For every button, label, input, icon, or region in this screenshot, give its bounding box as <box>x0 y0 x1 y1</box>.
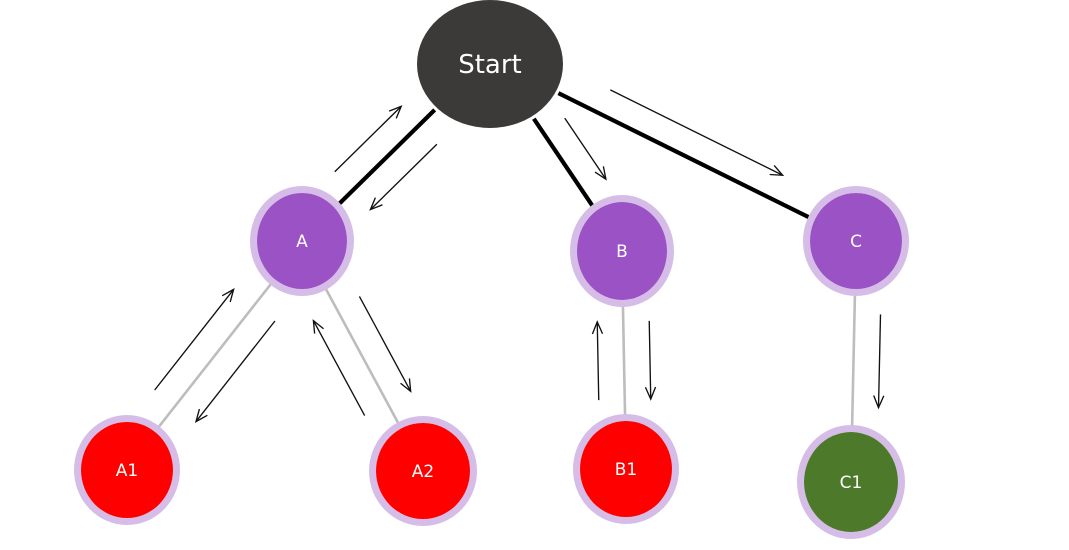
node-ring <box>74 415 180 525</box>
edge-start-B <box>532 117 607 210</box>
edge-A-A2 <box>312 285 412 427</box>
node-A[interactable]: A <box>250 186 354 296</box>
node-C[interactable]: C <box>803 186 909 296</box>
edge-arrow-shaft <box>358 296 412 392</box>
node-label: C1 <box>840 473 863 493</box>
edge-arrow-shaft <box>596 321 600 401</box>
node-body[interactable] <box>577 202 667 300</box>
edge-line <box>532 117 597 210</box>
edge-start-C <box>557 89 813 221</box>
node-ring <box>570 195 674 307</box>
edge-B-B1 <box>591 302 657 419</box>
node-label: B1 <box>615 460 637 480</box>
node-label: Start <box>458 50 522 80</box>
edge-arrow-shaft <box>609 89 783 176</box>
node-body[interactable] <box>804 432 898 532</box>
edge-arrow-shaft <box>877 314 882 408</box>
edge-A-A1 <box>154 280 276 431</box>
node-body[interactable] <box>810 193 902 289</box>
node-label: A1 <box>116 461 138 481</box>
edge-C-C1 <box>850 291 885 430</box>
edge-line <box>621 302 627 419</box>
node-A1[interactable]: A1 <box>74 415 180 525</box>
edge-arrow-shaft <box>648 320 652 400</box>
node-C1[interactable]: C1 <box>797 425 905 539</box>
node-A2[interactable]: A2 <box>369 416 477 526</box>
node-ring <box>797 425 905 539</box>
node-body[interactable] <box>417 0 563 128</box>
node-label: C <box>850 232 862 252</box>
edge-line <box>323 285 401 427</box>
edge-arrow-shaft <box>195 320 276 423</box>
node-body[interactable] <box>580 421 672 517</box>
node-label: A <box>296 232 308 252</box>
node-ring <box>803 186 909 296</box>
node-body[interactable] <box>257 193 347 289</box>
edge-line <box>850 291 857 430</box>
node-body[interactable] <box>376 423 470 519</box>
edge-arrow-shaft <box>369 143 438 211</box>
edge-arrow-shaft <box>334 105 402 173</box>
node-ring <box>369 416 477 526</box>
edge-arrow-shaft <box>312 320 366 416</box>
node-body[interactable] <box>81 422 173 518</box>
node-start[interactable]: Start <box>417 0 563 128</box>
node-label: B <box>616 242 628 262</box>
edge-arrow-shaft <box>154 288 235 391</box>
node-ring <box>250 186 354 296</box>
node-B1[interactable]: B1 <box>573 414 679 524</box>
edge-line <box>155 280 274 431</box>
edge-layer <box>154 89 885 431</box>
node-ring <box>573 414 679 524</box>
edge-start-A <box>334 105 438 211</box>
edge-arrow-shaft <box>564 117 607 180</box>
node-label: A2 <box>412 462 434 482</box>
edge-line <box>557 91 813 221</box>
node-B[interactable]: B <box>570 195 674 307</box>
edge-line <box>335 108 437 208</box>
